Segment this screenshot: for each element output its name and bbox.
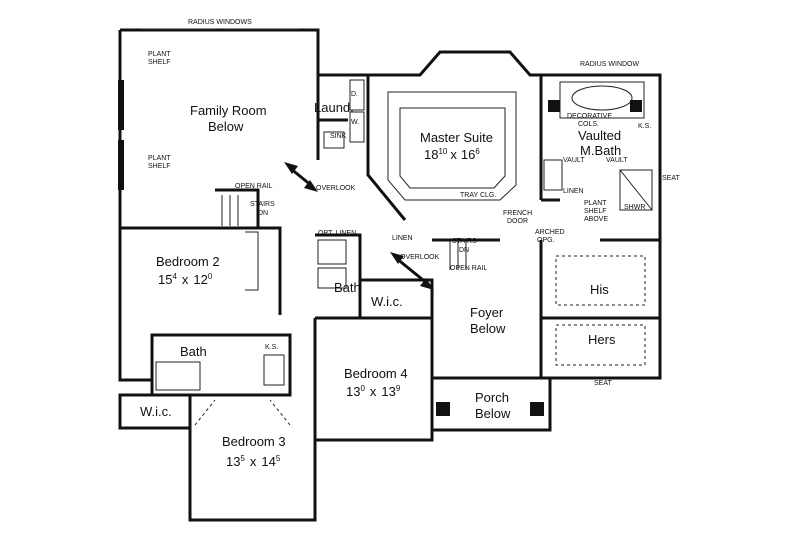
plant-shelf-above-3: ABOVE: [584, 216, 608, 223]
vaulted-label: Vaulted: [578, 128, 621, 143]
arched-opg-label-1: ARCHED: [535, 229, 565, 236]
stairs-upper-label: STAIRS: [250, 201, 275, 208]
foyer-below-label: Below: [470, 321, 506, 336]
opt-linen-label: OPT. LINEN: [318, 230, 356, 237]
family-room-window-1: [118, 80, 124, 130]
shower-label: SHWR: [624, 204, 645, 211]
hall-bath-walls: [150, 333, 292, 397]
wic-center-walls: [360, 278, 434, 320]
mbath-label: M.Bath: [580, 143, 621, 158]
radius-windows-label: RADIUS WINDOWS: [188, 19, 252, 26]
ks-hall-label: K.S.: [265, 344, 278, 351]
hers-label: Hers: [588, 332, 616, 347]
family-room-window-2: [118, 140, 124, 190]
tray-ceiling-outer: [387, 91, 517, 201]
overlook-upper-label: OVERLOOK: [316, 185, 356, 192]
plant-shelf-lower-1: PLANT: [148, 155, 171, 162]
vault-right-label: VAULT: [606, 157, 628, 164]
master-suite-walls: [366, 50, 543, 221]
porch-walls: [430, 378, 552, 432]
open-rail-lower-label: OPEN RAIL: [450, 265, 487, 272]
wic-center-label: W.i.c.: [371, 294, 403, 309]
dryer-label: D.: [351, 91, 358, 98]
hall-bath-tub: [155, 361, 201, 391]
linen-bath-label: LINEN: [563, 188, 584, 195]
dn-upper-label: DN: [258, 210, 268, 217]
overlook-arrows: [284, 162, 434, 290]
labels: RADIUS WINDOWS RADIUS WINDOW PLANT SHELF…: [140, 19, 680, 469]
porch-below-label: Below: [475, 406, 511, 421]
laundry-walls: [318, 73, 370, 160]
bedroom4-walls: [313, 305, 434, 442]
dn-lower-label: DN: [459, 247, 469, 254]
stairs-lower-label: STAIRS: [452, 238, 477, 245]
family-room-label: Family Room: [190, 103, 267, 118]
porch-column-left: [436, 402, 450, 416]
bedroom2-label: Bedroom 2: [156, 254, 220, 269]
wic-left-label: W.i.c.: [140, 404, 172, 419]
plant-shelf-upper-1: PLANT: [148, 51, 171, 58]
foyer-label: Foyer: [470, 305, 504, 320]
seat-bath-label: SEAT: [662, 175, 680, 182]
his-label: His: [590, 282, 609, 297]
linen-center-label: LINEN: [392, 235, 413, 242]
arched-opg-label-2: OPG.: [537, 237, 555, 244]
french-door-label-2: DOOR: [507, 218, 528, 225]
decorative-cols-label-1: DECORATIVE: [567, 113, 612, 120]
porch-label: Porch: [475, 390, 509, 405]
tray-ceiling-inner: [399, 107, 506, 189]
open-rail-upper-label: OPEN RAIL: [235, 183, 272, 190]
plant-shelf-upper-2: SHELF: [148, 59, 171, 66]
walls: [118, 28, 662, 522]
plant-shelf-above-2: SHELF: [584, 208, 607, 215]
plant-shelf-above-1: PLANT: [584, 200, 607, 207]
plant-shelf-lower-2: SHELF: [148, 163, 171, 170]
sink-label: SINK: [330, 133, 347, 140]
decorative-cols-label-2: COLS.: [578, 121, 599, 128]
bedroom4-label: Bedroom 4: [344, 366, 408, 381]
french-door-label-1: FRENCH: [503, 210, 532, 217]
overlook-lower-label: OVERLOOK: [400, 254, 440, 261]
tray-ceiling-label: TRAY CLG.: [460, 192, 496, 199]
bedroom3-walls: [188, 395, 317, 522]
closet-walls: [539, 240, 662, 380]
bedroom2-walls: [118, 226, 282, 382]
bedroom3-label: Bedroom 3: [222, 434, 286, 449]
bath2-label: Bath: [334, 280, 361, 295]
radius-window-label: RADIUS WINDOW: [580, 61, 640, 68]
porch-column-right: [530, 402, 544, 416]
open-rail-upper: [215, 188, 260, 230]
family-room-below-label: Below: [208, 119, 244, 134]
master-bath-walls: [541, 73, 662, 242]
master-suite-label: Master Suite: [420, 130, 493, 145]
washer-label: W.: [351, 119, 359, 126]
hall-bath-label: Bath: [180, 344, 207, 359]
laundry-label: Laund.: [314, 100, 354, 115]
bath2-walls: [315, 233, 362, 320]
seat-closet-label: SEAT: [594, 380, 612, 387]
ks-bath-label: K.S.: [638, 123, 651, 130]
vault-left-label: VAULT: [563, 157, 585, 164]
